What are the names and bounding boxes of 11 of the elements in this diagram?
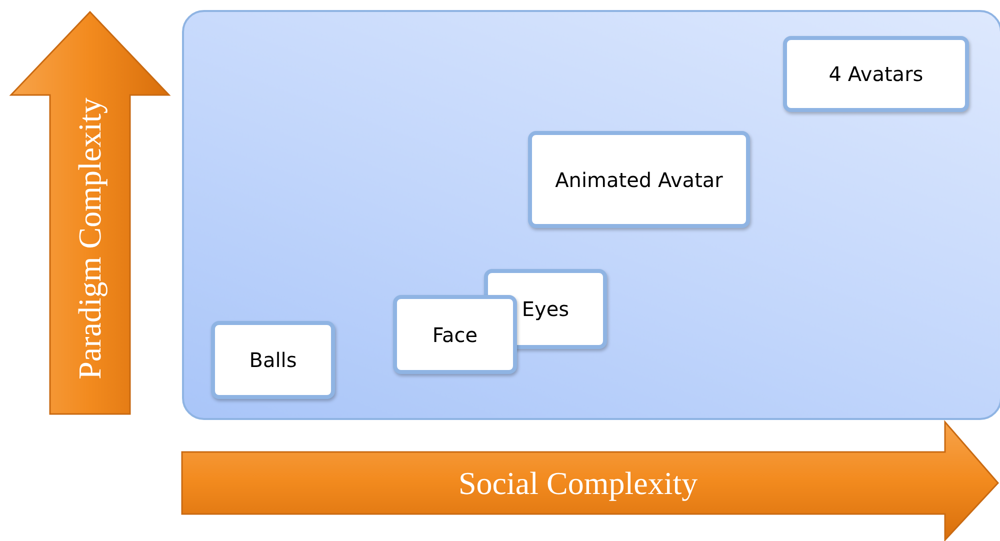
text-box: [528, 131, 750, 228]
box-label: Eyes: [522, 297, 570, 321]
axis-label: Paradigm Complexity: [71, 97, 108, 379]
box-label: Balls: [249, 348, 297, 372]
box-label: Animated Avatar: [555, 168, 723, 192]
text-box: [783, 36, 969, 112]
box-label: Face: [432, 322, 478, 346]
text-box: [211, 321, 335, 399]
box-label: 4 Avatars: [828, 62, 924, 86]
axis-label: Social Complexity: [458, 464, 698, 502]
text-box: [393, 295, 517, 374]
